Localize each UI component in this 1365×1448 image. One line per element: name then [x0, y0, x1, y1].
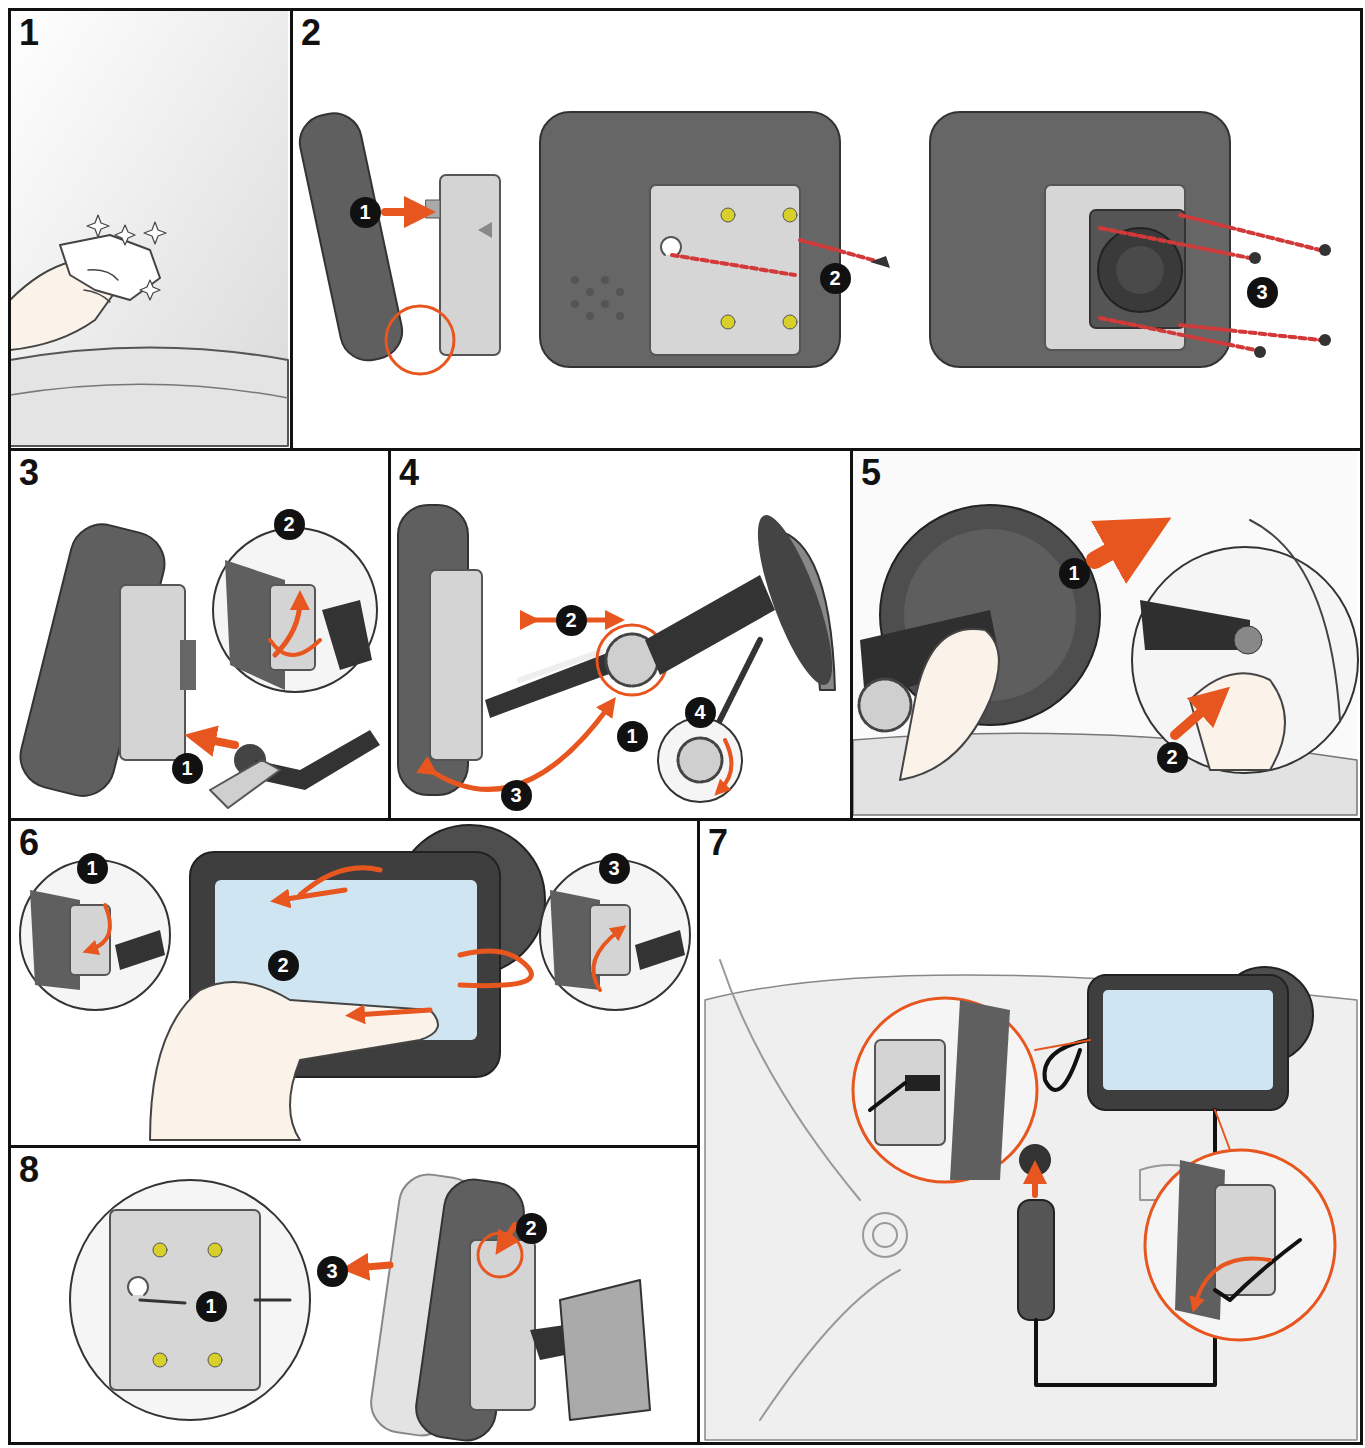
step-number: 8 [19, 1150, 39, 1190]
callout-label: 2 [283, 514, 294, 534]
callout-number: 2 [268, 950, 299, 981]
step-panel: 1 [8, 8, 293, 451]
callout-label: 1 [626, 726, 637, 746]
step-number: 7 [708, 823, 728, 863]
callout-label: 1 [205, 1296, 216, 1316]
callout-label: 1 [359, 202, 370, 222]
step-panel: 2 1 2 3 [290, 8, 1363, 451]
step-number: 3 [19, 453, 39, 493]
step-panel: 3 2 1 [8, 448, 391, 821]
callout-label: 4 [694, 702, 705, 722]
callout-number: 4 [685, 697, 716, 728]
callout-label: 2 [1166, 747, 1177, 767]
callout-label: 3 [1256, 282, 1267, 302]
step-panel: 8 1 2 3 [8, 1145, 700, 1445]
callout-label: 2 [829, 268, 840, 288]
step-panel: 5 1 2 [850, 448, 1363, 821]
callout-number: 3 [1247, 277, 1278, 308]
callout-number: 3 [501, 780, 532, 811]
callout-label: 2 [525, 1218, 536, 1238]
callout-label: 3 [510, 785, 521, 805]
callout-number: 2 [1157, 742, 1188, 773]
callout-label: 2 [565, 610, 576, 630]
callout-number: 2 [516, 1213, 547, 1244]
callout-number: 2 [820, 263, 851, 294]
callout-label: 1 [86, 858, 97, 878]
callout-number: 3 [317, 1256, 348, 1287]
step-panel: 4 2 1 4 3 [388, 448, 853, 821]
callout-number: 1 [1059, 558, 1090, 589]
step-number: 5 [861, 453, 881, 493]
callout-label: 2 [277, 955, 288, 975]
callout-number: 2 [274, 509, 305, 540]
callout-label: 3 [326, 1261, 337, 1281]
callout-number: 1 [172, 753, 203, 784]
callout-number: 1 [77, 853, 108, 884]
callout-label: 1 [181, 758, 192, 778]
step-number: 1 [19, 13, 39, 53]
step-number: 2 [301, 13, 321, 53]
callout-number: 1 [350, 197, 381, 228]
callout-label: 1 [1068, 563, 1079, 583]
callout-label: 3 [608, 858, 619, 878]
callout-number: 1 [617, 721, 648, 752]
step-number: 4 [399, 453, 419, 493]
callout-number: 3 [599, 853, 630, 884]
step-panel: 6 1 2 3 [8, 818, 700, 1148]
callout-number: 2 [556, 605, 587, 636]
step-panel: 7 [697, 818, 1363, 1445]
step-number: 6 [19, 823, 39, 863]
callout-number: 1 [196, 1291, 227, 1322]
